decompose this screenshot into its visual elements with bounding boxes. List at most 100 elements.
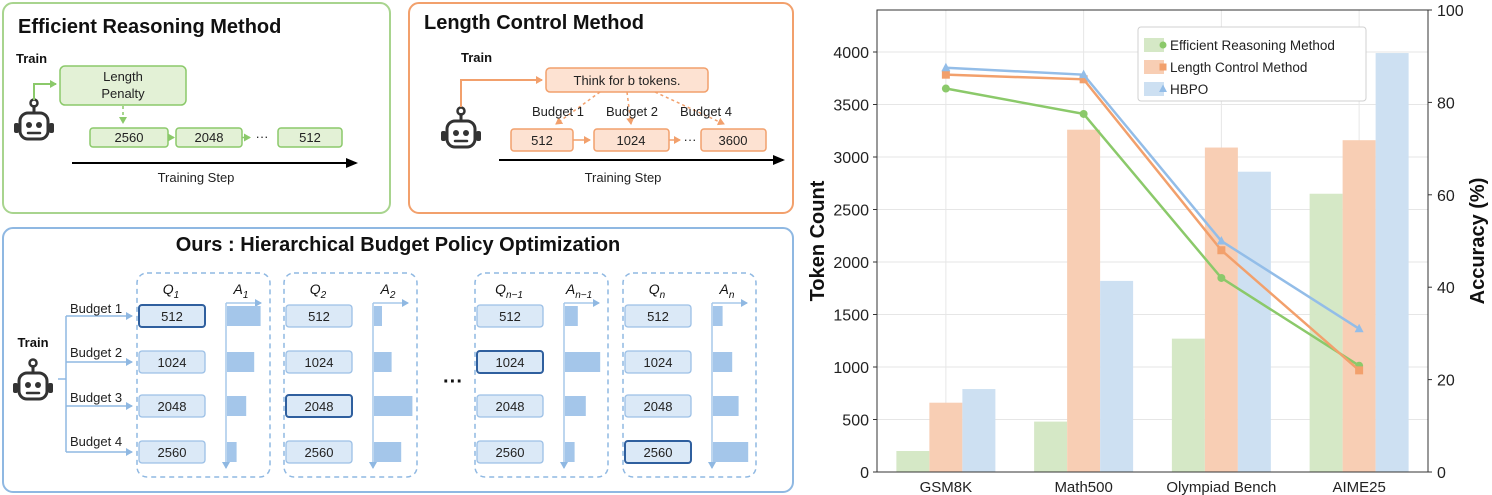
train-label: Train — [16, 51, 47, 66]
budget-label: Budget 4 — [680, 104, 732, 119]
budget-box — [285, 350, 353, 374]
budget-value: 2048 — [496, 399, 525, 414]
ellipsis: ··· — [684, 132, 697, 147]
panel-hbpo: Ours : Hierarchical Budget Policy Optimi… — [2, 227, 794, 493]
advantage-bar — [565, 306, 578, 326]
penalty-line1: Length — [103, 69, 143, 84]
budget-value: 512 — [647, 309, 669, 324]
line-point — [941, 62, 951, 72]
line-point — [1079, 109, 1088, 118]
legend-label: HBPO — [1170, 82, 1208, 97]
legend-box — [1137, 26, 1367, 102]
advantage-bar — [565, 396, 586, 416]
legend-label: Length Control Method — [1170, 60, 1307, 75]
bar — [1034, 421, 1068, 472]
y2-tick-label: 80 — [1437, 95, 1455, 112]
budget-box — [285, 440, 353, 464]
line-point — [1354, 323, 1364, 333]
budget-label: Budget 2 — [606, 104, 658, 119]
legend-marker — [1159, 41, 1167, 49]
plot-frame — [876, 9, 1429, 473]
budget-value: 512 — [161, 309, 183, 324]
train-label: Train — [17, 335, 48, 350]
budget-box — [624, 440, 692, 464]
step-value: 1024 — [617, 133, 646, 148]
train-arrow — [460, 76, 543, 107]
budget-value: 2048 — [305, 399, 334, 414]
advantage-bar — [713, 306, 723, 326]
group-border — [474, 272, 609, 478]
query-group: Q2 A2 512 1024 2048 2560 — [283, 272, 418, 478]
y-tick-label: 1000 — [833, 360, 869, 377]
budget-arrow — [626, 91, 635, 125]
budget-value: 512 — [499, 309, 521, 324]
line-point — [1217, 246, 1226, 255]
y-tick-label: 4000 — [833, 45, 869, 62]
step-value: 3600 — [719, 133, 748, 148]
advantage-bar — [227, 352, 255, 372]
bar — [1067, 129, 1101, 472]
step-value: 2048 — [195, 130, 224, 145]
y-tick-label: 1500 — [833, 308, 869, 325]
advantage-bar — [374, 352, 392, 372]
budget-arrow — [654, 91, 725, 126]
series-line — [945, 66, 1360, 330]
budget-value: 512 — [308, 309, 330, 324]
legend-marker — [1159, 84, 1167, 92]
y2-tick-label: 100 — [1437, 3, 1464, 20]
bar — [1342, 140, 1376, 472]
query-label: Q2 — [310, 281, 327, 301]
y-tick-label: 2000 — [833, 255, 869, 272]
budget-value: 2048 — [644, 399, 673, 414]
budget-value: 1024 — [496, 355, 525, 370]
ellipsis: ··· — [256, 129, 269, 144]
x-tick-label: Olympiad Bench — [1166, 479, 1276, 495]
step-value: 512 — [299, 130, 321, 145]
budget-value: 2048 — [158, 399, 187, 414]
x-tick-label: Math500 — [1054, 479, 1112, 495]
chart: 0500100015002000250030003500400002040608… — [807, 3, 1489, 495]
budget-value: 1024 — [305, 355, 334, 370]
advantage-label: A1 — [233, 281, 249, 301]
step-value: 2560 — [115, 130, 144, 145]
advantage-label: A2 — [380, 281, 396, 301]
budget-label: Budget 1 — [70, 301, 122, 316]
y2-axis-label: Accuracy (%) — [1467, 178, 1489, 305]
group-border — [136, 272, 271, 478]
panel-efficient-reasoning: Efficient Reasoning Method Train Length … — [2, 2, 391, 214]
y-tick-label: 0 — [860, 465, 869, 482]
advantage-bar — [227, 442, 237, 462]
advantage-bar — [713, 442, 749, 462]
x-tick-label: GSM8K — [920, 479, 973, 495]
panel-title: Ours : Hierarchical Budget Policy Optimi… — [176, 234, 621, 256]
bar — [1375, 53, 1409, 473]
budget-value: 2560 — [158, 445, 187, 460]
budget-box — [476, 440, 544, 464]
group-border — [283, 272, 418, 478]
budget-box — [138, 350, 206, 374]
budget-box — [624, 304, 692, 328]
legend-label: Efficient Reasoning Method — [1170, 38, 1335, 53]
advantage-bar — [374, 306, 382, 326]
line-point — [1216, 236, 1226, 245]
advantage-bar — [713, 396, 739, 416]
length-penalty-box — [59, 65, 187, 106]
bar — [896, 451, 930, 472]
budget-value: 1024 — [644, 355, 673, 370]
budget-value: 2560 — [644, 445, 673, 460]
axis-label: Training Step — [585, 170, 662, 185]
budget-box — [138, 304, 206, 328]
group-border — [622, 272, 757, 478]
advantage-label: An−1 — [565, 281, 592, 301]
panel-title: Length Control Method — [424, 12, 644, 34]
train-label: Train — [461, 50, 492, 65]
budget-box — [138, 394, 206, 418]
line-point — [941, 70, 950, 79]
budget-value: 2560 — [305, 445, 334, 460]
